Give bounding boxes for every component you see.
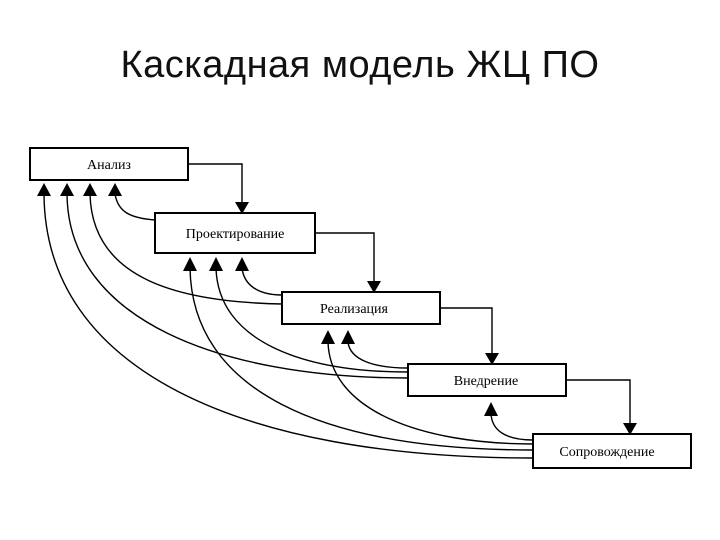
forward-transition-deployment-maintenance [566,379,637,435]
arrowhead-up [209,257,223,271]
stage-maintenance-box [532,433,692,469]
arrowhead-up [183,257,197,271]
stage-maintenance: Сопровождение [532,433,692,469]
stage-maintenance-label: Сопровождение [559,445,654,460]
arrowhead-down [623,423,637,435]
forward-transition-design-implementation [315,232,381,293]
forward-transition-implementation-deployment [440,307,499,365]
feedback-maintenance-analysis [37,183,534,459]
arrowhead-up [108,183,122,196]
feedback-maintenance-design [183,257,534,451]
feedback-maintenance-deployment [484,402,534,441]
stage-design-label: Проектирование [186,227,285,242]
stage-analysis-box [29,147,189,181]
stage-implementation-box [281,291,441,325]
stage-design-box [154,212,316,254]
arrowhead-up [235,257,249,271]
feedback-implementation-design [235,257,283,296]
arrowhead-up [60,183,74,196]
feedback-design-analysis [108,183,156,221]
arrowhead-up [321,330,335,344]
arrowhead-down [235,202,249,214]
arrowhead-up [37,183,51,196]
feedback-implementation-analysis [83,183,283,305]
stage-analysis: Анализ [29,147,189,181]
stage-analysis-label: Анализ [87,158,131,173]
feedback-deployment-design [209,257,409,373]
feedback-deployment-analysis [60,183,409,379]
stage-implementation-label: Реализация [320,302,389,317]
feedback-deployment-implementation [341,330,409,369]
forward-transition-analysis-design [188,163,249,214]
stage-design: Проектирование [154,212,316,254]
slide-title: Каскадная модель ЖЦ ПО [120,44,600,86]
arrowhead-up [484,402,498,416]
arrowhead-up [341,330,355,344]
stage-deployment-label: Внедрение [454,374,518,389]
feedback-maintenance-implementation [321,330,534,445]
stage-deployment: Внедрение [407,363,567,397]
stage-deployment-box [407,363,567,397]
arrowhead-up [83,183,97,196]
arrowhead-down [485,353,499,365]
stage-implementation: Реализация [281,291,441,325]
arrowhead-down [367,281,381,293]
